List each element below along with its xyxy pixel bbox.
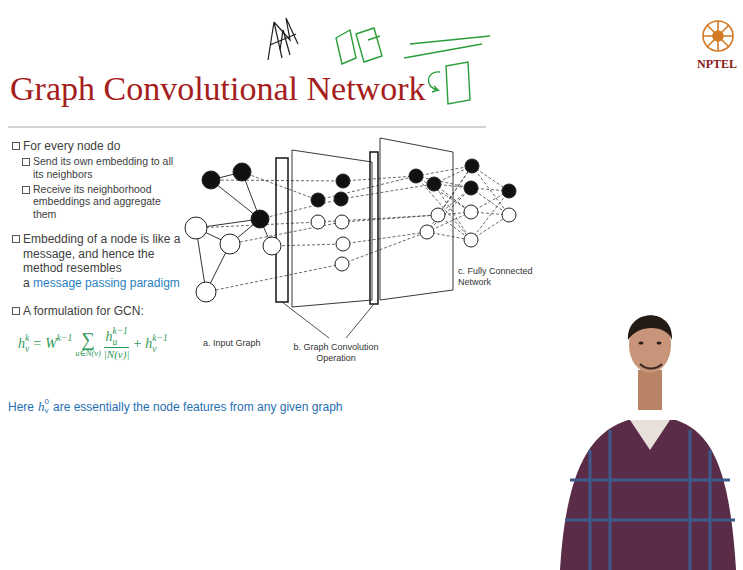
layer-panels: [276, 138, 453, 338]
note-line: Hereh0v are essentially the node features…: [8, 398, 342, 416]
ink-scribble: [268, 18, 298, 60]
math-operator: =: [33, 336, 41, 352]
bullet-item: For every node do: [12, 139, 182, 153]
filled-node: [409, 169, 423, 183]
superscript: k−1: [112, 326, 127, 336]
dashed-link: [341, 184, 434, 199]
dashed-link: [230, 222, 342, 244]
superscript: k−1: [57, 333, 72, 343]
dashed-link: [343, 176, 416, 181]
empty-node: [335, 215, 349, 229]
dashed-link: [260, 199, 341, 219]
empty-node: [335, 257, 349, 271]
dashed-link: [242, 172, 318, 200]
subscript: v: [25, 344, 29, 354]
superscript: 0: [45, 398, 49, 407]
logo-text: NPTEL: [697, 57, 737, 72]
bullet-square: [22, 158, 30, 166]
empty-node: [431, 208, 445, 222]
dashed-link: [206, 264, 342, 292]
bullet-text: Receive its neighborhood embeddings and …: [33, 183, 161, 220]
bullet-text: A formulation for GCN:: [23, 304, 144, 318]
superscript: k: [25, 333, 29, 343]
filled-node: [336, 174, 350, 188]
dashed-link: [343, 232, 427, 244]
subscript: v: [45, 407, 49, 416]
dashed-link: [211, 180, 343, 181]
slide-title: Graph Convolutional Network: [10, 70, 426, 108]
fraction: hk−1u|N(v)|: [104, 326, 130, 361]
sum-index: u∈N(v): [75, 349, 101, 358]
subscript: v: [152, 344, 156, 354]
dashed-link: [272, 244, 343, 246]
note-text: are essentially the node features from a…: [53, 400, 343, 414]
script-stack: k−1: [57, 333, 72, 354]
bullet-square: [12, 235, 20, 243]
script-stack: kv: [25, 333, 29, 354]
empty-node: [336, 237, 350, 251]
script-stack: k−1v: [152, 333, 167, 354]
dashed-link: [342, 232, 427, 264]
empty-node: [502, 208, 516, 222]
filled-node: [202, 171, 220, 189]
bullet-square: [12, 307, 20, 315]
empty-node: [196, 282, 216, 302]
filled-node: [311, 193, 325, 207]
formula: hkv=Wk−1∑u∈N(v)hk−1u|N(v)|+hk−1v: [18, 326, 182, 361]
filled-node: [465, 159, 479, 173]
math-symbol: h: [105, 329, 112, 345]
note-text: Here: [8, 400, 34, 414]
bullet-item: A formulation for GCN:: [12, 304, 182, 318]
empty-node: [185, 217, 207, 239]
empty-node: [464, 233, 478, 247]
filled-node: [427, 177, 441, 191]
filled-node: [464, 181, 478, 195]
empty-node: [311, 215, 325, 229]
diagram-caption: c. Fully Connected Network: [458, 266, 544, 288]
bullet-square: [12, 142, 20, 150]
math-symbol: h: [145, 336, 152, 352]
sum-block: ∑u∈N(v): [75, 330, 101, 358]
dashed-link: [318, 176, 416, 200]
dashed-link: [427, 166, 472, 232]
filled-node: [233, 163, 251, 181]
bullet-text: Send its own embedding to all its neighb…: [33, 155, 173, 180]
highlight-text: message passing paradigm: [33, 276, 180, 290]
subscript: u: [112, 337, 117, 347]
math-symbol: h: [18, 336, 25, 352]
empty-node: [220, 234, 240, 254]
filled-node: [502, 184, 516, 198]
denominator: |N(v)|: [104, 348, 130, 361]
bullet-list: For every node do Send its own embedding …: [12, 139, 182, 361]
diagram-caption: a. Input Graph: [203, 338, 261, 349]
dashed-link: [416, 166, 472, 176]
bullet-item: Embedding of a node is like a message, a…: [12, 232, 182, 290]
empty-node: [263, 237, 281, 255]
bullet-square: [22, 186, 30, 194]
filled-node: [251, 210, 269, 228]
script-stack: 0v: [45, 398, 49, 416]
bullet-text: For every node do: [23, 139, 120, 153]
nptel-emblem: [703, 21, 733, 51]
dashed-link: [416, 176, 471, 188]
dashed-link: [416, 176, 471, 240]
math-symbol: W: [45, 336, 57, 352]
superscript: k−1: [152, 333, 167, 343]
numerator: hk−1u: [105, 326, 127, 347]
sum-sign: ∑: [81, 330, 95, 349]
empty-node: [464, 205, 478, 219]
diagram-caption: b. Graph Convolution Operation: [292, 342, 380, 364]
presenter: [560, 315, 736, 570]
bullet-item: Receive its neighborhood embeddings and …: [12, 183, 182, 221]
input-graph-edges: [196, 172, 272, 292]
bullet-item: Send its own embedding to all its neighb…: [12, 155, 182, 180]
filled-node: [334, 192, 348, 206]
fraction-bar: [104, 347, 130, 348]
script-stack: k−1u: [112, 326, 127, 347]
empty-node: [420, 225, 434, 239]
math-operator: +: [133, 336, 141, 352]
math-symbol: h: [38, 399, 45, 415]
title-rule: [8, 127, 486, 128]
